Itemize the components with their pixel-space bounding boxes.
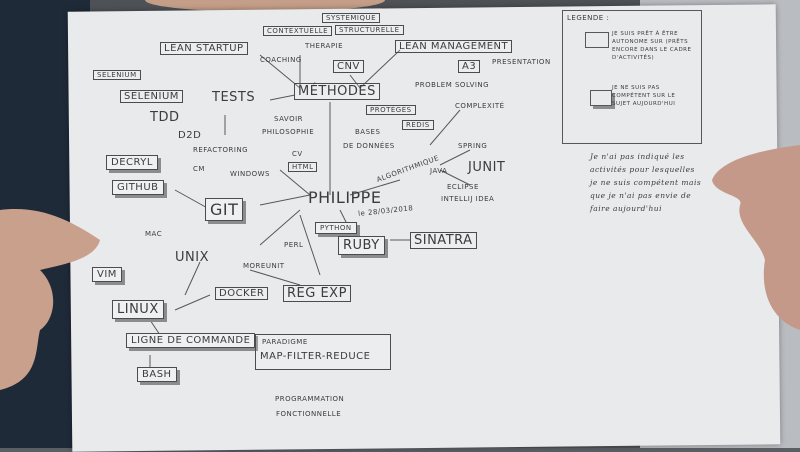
label-mac: MAC	[145, 230, 163, 238]
label-presentation: PRESENTATION	[492, 58, 551, 66]
label-windows: WINDOWS	[230, 170, 270, 178]
label-git: GIT	[205, 198, 244, 221]
label-eclipse: ECLIPSE	[447, 183, 479, 191]
label-systemique: SYSTEMIQUE	[322, 13, 381, 23]
label-paradigme: PARADIGME	[262, 338, 308, 346]
legend-item-1: JE SUIS PRÊT À ÊTRE AUTONOME SUR (PRÊTS …	[612, 31, 692, 61]
label-tdd: TDD	[150, 110, 180, 125]
label-html: HTML	[288, 162, 318, 172]
label-fonctionnelle: FONCTIONNELLE	[276, 410, 342, 418]
legend-3d-swatch	[590, 90, 612, 106]
label-decryl: DECRYL	[106, 155, 158, 170]
right-hand	[712, 145, 800, 330]
label-tests: TESTS	[212, 90, 256, 105]
label-ligne-de-commande: LIGNE DE COMMANDE	[126, 333, 256, 348]
legend-note: Je n'ai pas indiqué les activités pour l…	[590, 152, 702, 213]
legend-box-swatch	[585, 32, 609, 48]
label-bases: BASES	[355, 128, 381, 136]
paradigme-box	[255, 334, 391, 370]
label-proteges: PROTÉGÉS	[366, 105, 416, 115]
label-de-donnees: DE DONNÉES	[343, 142, 395, 150]
legend-title: LEGENDE :	[567, 14, 610, 22]
label-philippe-center: PHILIPPE	[308, 188, 382, 207]
label-cm: CM	[193, 165, 205, 173]
label-programmation: PROGRAMMATION	[275, 395, 345, 403]
label-docker: DOCKER	[215, 287, 269, 300]
label-intellij: INTELLIJ IDEA	[441, 195, 495, 203]
label-cv: CV	[292, 150, 303, 158]
label-problem-solving: PROBLEM SOLVING	[415, 81, 490, 89]
label-github: GITHUB	[112, 180, 164, 195]
label-savoir: SAVOIR	[274, 115, 304, 123]
label-redis: REDIS	[402, 120, 434, 130]
label-java: JAVA	[430, 167, 448, 175]
label-methodes: MÉTHODES	[294, 83, 380, 100]
label-refactoring: REFACTORING	[193, 146, 249, 154]
label-coaching: COACHING	[260, 56, 302, 64]
label-sinatra: SINATRA	[410, 232, 477, 249]
label-philosophie: PHILOSOPHIE	[262, 128, 315, 136]
label-unix: UNIX	[175, 250, 209, 265]
label-outil-small: SELENIUM	[93, 70, 141, 80]
label-python: PYTHON	[315, 222, 357, 234]
label-bash: BASH	[137, 367, 177, 382]
label-lean-management: LEAN MANAGEMENT	[395, 40, 513, 53]
label-lean-startup: LEAN STARTUP	[160, 42, 248, 55]
label-spring: SPRING	[458, 142, 488, 150]
label-therapie: THERAPIE	[305, 42, 344, 50]
label-structurelle: STRUCTURELLE	[335, 25, 404, 35]
label-moreunit: MOREUNIT	[243, 262, 285, 270]
label-reg-exp: REG EXP	[283, 285, 351, 302]
label-perl: PERL	[284, 241, 304, 249]
label-selenium: SELENIUM	[120, 90, 183, 103]
left-hand	[0, 209, 100, 390]
label-contexte: CONTEXTUELLE	[263, 26, 333, 36]
legend-box	[562, 10, 702, 144]
legend-item-2: JE NE SUIS PAS COMPÉTENT SUR LE SUJET AU…	[612, 85, 676, 107]
label-linux: LINUX	[112, 300, 164, 319]
label-junit: JUNIT	[468, 160, 506, 175]
label-vim: VIM	[92, 267, 122, 282]
label-cnv: CNV	[333, 60, 364, 73]
label-map-filter-reduce: MAP-FILTER-REDUCE	[260, 351, 371, 362]
label-ruby: RUBY	[338, 236, 385, 255]
label-d2d: D2D	[178, 130, 202, 141]
label-a3: A3	[458, 60, 481, 73]
label-complexite: COMPLEXITÉ	[455, 102, 505, 110]
